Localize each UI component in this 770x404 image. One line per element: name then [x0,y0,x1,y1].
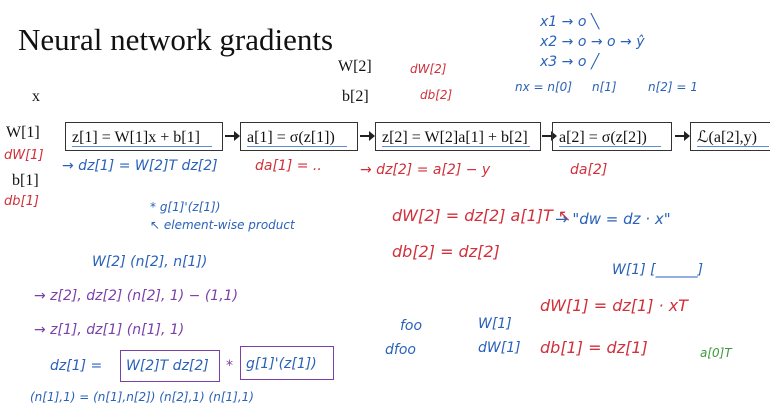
net-row-2: x2 → o → o → ŷ [540,34,645,50]
note-hadamard: * g[1]'(z[1]) [150,200,221,214]
note-elementwise: ↖ element-wise product [150,218,295,232]
note-dw1-label: dW[1] [478,340,521,356]
note-dz1-star: * [226,358,233,374]
note-da1: da[1] = .. [255,158,322,174]
note-dz1-lhs: dz[1] = [50,358,103,374]
node-a1: a[1] = σ(z[1]) [240,122,358,151]
note-dz1: → dz[1] = W[2]T dz[2] [62,158,218,174]
purple-box [120,350,220,382]
note-dz1-b: g[1]'(z[1]) [246,356,317,372]
note-dw-general: → "dw = dz · x" [555,210,671,228]
note-db1-eq: db[1] = dz[1] [540,338,648,357]
purple-box [240,346,334,380]
note-dw2: dW[2] [410,62,447,76]
note-z2-shape: → z[2], dz[2] (n[2], 1) − (1,1) [34,288,239,304]
input-w2: W[2] [338,58,372,75]
input-b2: b[2] [342,88,369,105]
note-da2: da[2] [570,162,608,178]
size-n0: nx = n[0] [515,80,572,94]
arrow-icon [675,131,690,141]
input-b1: b[1] [12,172,39,189]
note-dw1: dW[1] [4,148,44,163]
slide-title: Neural network gradients [18,22,334,57]
node-a2: a[2] = σ(z[2]) [552,122,672,151]
note-db2: db[2] [420,88,453,102]
net-row-3: x3 → o ╱ [540,54,600,70]
input-w1: W[1] [6,124,40,141]
note-dfoo: dfoo [385,342,416,358]
arrow-icon [542,131,557,141]
note-a0t: a[0]T [700,346,732,360]
note-w2-shape: W[2] (n[2], n[1]) [92,254,208,270]
note-z1-shape: → z[1], dz[1] (n[1], 1) [34,322,185,338]
node-loss: ℒ(a[2],y) [690,122,770,151]
note-dw2-eq: dW[2] = dz[2] a[1]T ↖ [392,206,572,225]
node-z1: z[1] = W[1]x + b[1] [65,122,223,151]
node-z2: z[2] = W[2]a[1] + b[2] [375,122,541,151]
note-dz2: → dz[2] = a[2] − y [360,162,491,178]
size-n1: n[1] [592,80,617,94]
note-db1: db[1] [4,194,39,209]
note-bottom: (n[1],1) = (n[1],n[2]) (n[2],1) (n[1],1) [30,390,254,404]
note-db2-eq: db[2] = dz[2] [392,242,500,261]
note-dw1-eq: dW[1] = dz[1] · xT [540,296,688,315]
arrow-icon [360,131,375,141]
arrow-icon [225,131,240,141]
note-w-bracket: W[1] [______] [612,262,704,278]
note-foo: foo [400,318,423,334]
note-dz1-a: W[2]T dz[2] [126,358,209,374]
note-w1: W[1] [478,316,512,332]
input-x: x [32,88,40,105]
net-row-1: x1 → o ╲ [540,14,600,30]
size-n2: n[2] = 1 [648,80,698,94]
